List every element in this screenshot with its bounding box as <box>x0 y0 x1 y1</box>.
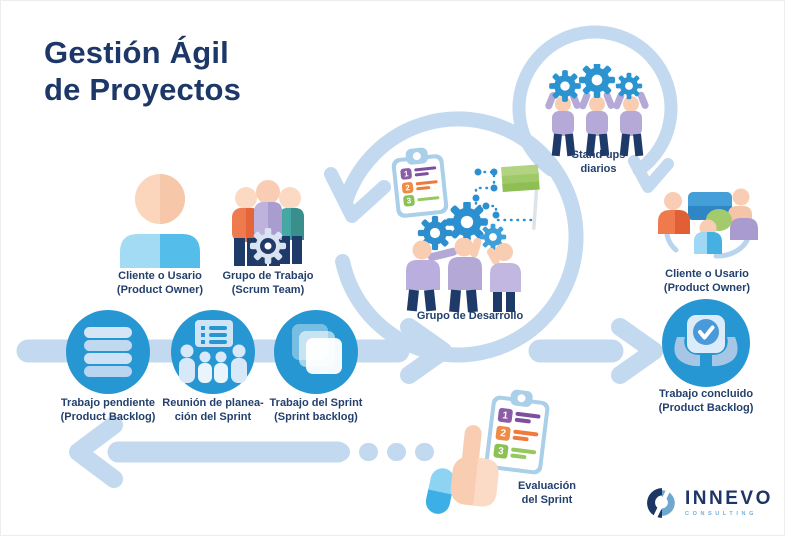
sprint-cards-icon <box>292 324 342 374</box>
clipboard-clip <box>509 388 534 408</box>
list-number: 1 <box>400 167 413 180</box>
clipboard-clip <box>405 147 429 166</box>
standup-loop-chevron <box>628 155 674 193</box>
label-line: Cliente o Usario <box>118 270 202 282</box>
label-dev-team: Grupo de Desarrollo <box>395 309 545 323</box>
standup-loop-arc <box>512 25 678 177</box>
backlog-circle <box>66 310 150 394</box>
hands-check-icon <box>674 315 738 367</box>
label-line: Grupo de Trabajo <box>222 270 314 282</box>
sprint-loop-chevron <box>324 167 391 223</box>
label-client-right: Cliente o Usario (Product Owner) <box>645 267 769 296</box>
innevo-logo-mark <box>647 487 675 519</box>
label-line: (Product Owner) <box>663 282 751 295</box>
label-line: Trabajo del Sprint <box>269 397 363 409</box>
work-done-circle <box>662 299 750 387</box>
thumbs-up-icon <box>425 425 499 514</box>
flag-icon <box>501 164 540 193</box>
product-owner-icon <box>120 174 200 268</box>
dev-person-3 <box>486 243 521 312</box>
label-line: diarios <box>580 163 617 176</box>
label-line: (Scrum Team) <box>231 284 305 297</box>
label-line: (Product Owner) <box>116 284 204 297</box>
gear-icon <box>249 227 287 265</box>
label-planning: Reunión de planea- ción del Sprint <box>143 396 283 425</box>
label-done: Trabajo concluido (Product Backlog) <box>640 387 772 416</box>
sprint-loop-arc <box>335 111 584 363</box>
label-line: ción del Sprint <box>174 411 252 424</box>
sprint-work-circle <box>274 310 358 394</box>
page-title: Gestión Ágil de Proyectos <box>44 34 241 108</box>
innevo-logo: INNEVO CONSULTING <box>646 487 773 519</box>
page-title-line2: de Proyectos <box>44 72 242 108</box>
flow-chevron-right <box>611 318 663 384</box>
gear-icon <box>549 70 581 102</box>
gear-icon <box>615 72 643 100</box>
list-number: 2 <box>401 181 414 194</box>
dev-team-icon <box>406 238 521 313</box>
standup-person <box>579 91 615 157</box>
label-standups: Stand-ups diarios <box>551 148 646 177</box>
scrum-team-icon <box>232 180 304 266</box>
label-sprint-work: Trabajo del Sprint (Sprint backlog) <box>246 396 386 425</box>
label-backlog: Trabajo pendiente (Product Backlog) <box>38 396 178 425</box>
planning-circle <box>171 310 255 394</box>
logo-subtitle: CONSULTING <box>685 511 757 517</box>
standups-icon <box>545 64 649 157</box>
page-title-line1: Gestión Ágil <box>44 35 229 70</box>
label-line: Evaluación <box>517 480 577 492</box>
dev-person-2 <box>448 238 482 313</box>
logo-name: INNEVO <box>685 488 773 509</box>
milestone-flag-icon <box>472 164 540 230</box>
label-line: (Product Backlog) <box>658 402 754 415</box>
backlog-stack-icon <box>84 327 132 377</box>
return-chevron <box>69 416 123 488</box>
label-line: Trabajo pendiente <box>60 397 156 409</box>
client-review-icon <box>658 188 758 259</box>
label-evaluation: Evaluación del Sprint <box>503 479 591 508</box>
label-line: (Product Backlog) <box>60 411 156 424</box>
standup-person <box>613 91 649 157</box>
scrum-person-teal <box>278 208 304 264</box>
label-line: Reunión de planea- <box>162 397 264 409</box>
label-line: Grupo de Desarrollo <box>416 310 524 322</box>
label-line: Trabajo concluido <box>658 388 754 400</box>
label-client-left: Cliente o Usario (Product Owner) <box>100 269 220 298</box>
label-line: del Sprint <box>521 494 573 507</box>
label-scrum-team: Grupo de Trabajo (Scrum Team) <box>203 269 333 298</box>
label-line: (Sprint backlog) <box>274 411 358 424</box>
label-line: Stand-ups <box>571 149 626 161</box>
planning-meeting-icon <box>179 320 247 383</box>
label-line: Cliente o Usario <box>665 268 749 280</box>
